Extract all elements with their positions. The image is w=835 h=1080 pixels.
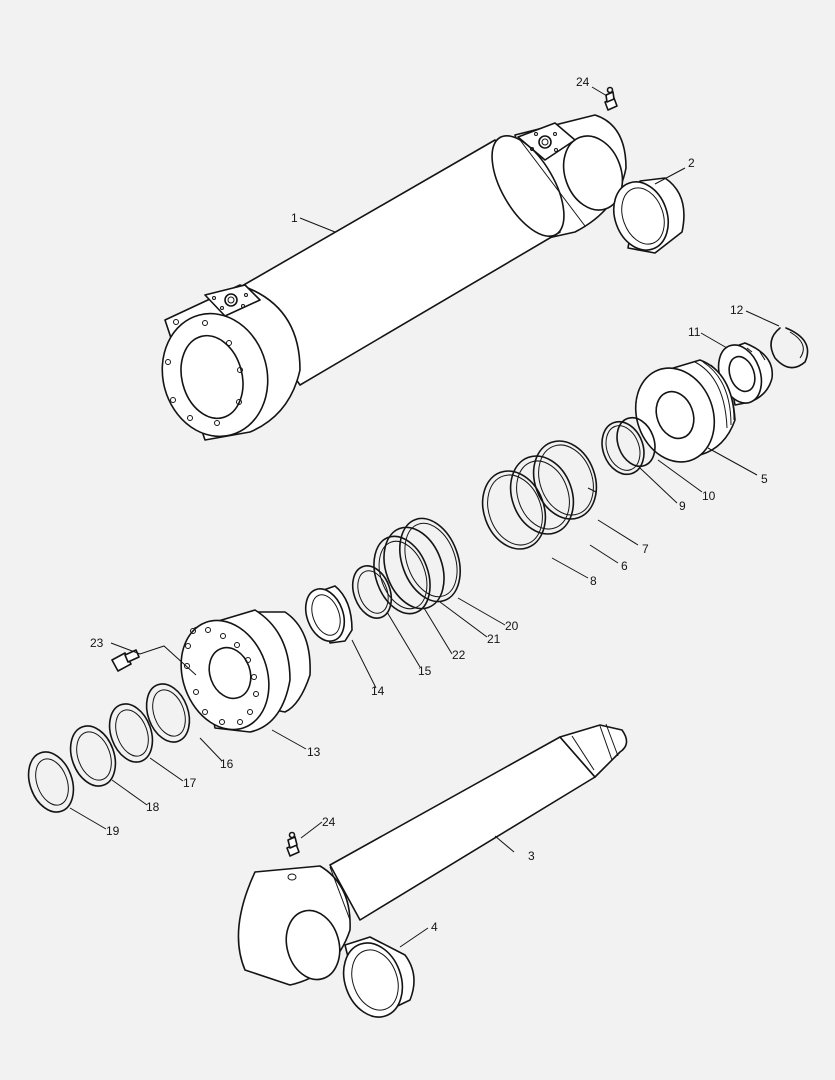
bushing-part-2 <box>612 177 685 254</box>
snap-ring-part-12 <box>770 327 809 369</box>
callout-20: 20 <box>505 619 519 633</box>
callout-16: 16 <box>220 757 234 771</box>
seal-part-17 <box>108 703 154 763</box>
ring-part-10 <box>616 416 656 468</box>
grease-nipple-top <box>604 86 618 111</box>
bushing-part-4 <box>342 936 415 1018</box>
callout-7: 7 <box>642 542 649 556</box>
callout-24-top: 24 <box>576 75 590 89</box>
seal-part-20 <box>399 517 461 603</box>
bushing-part-14 <box>304 585 353 644</box>
leader-lines <box>69 86 780 948</box>
nut-part-11 <box>717 342 774 406</box>
cylinder-head-part-13 <box>180 609 311 733</box>
callout-15: 15 <box>418 664 432 678</box>
callout-10: 10 <box>702 489 716 503</box>
seal-part-18 <box>69 725 117 787</box>
callout-13: 13 <box>307 745 321 759</box>
callout-24-bottom: 24 <box>322 815 336 829</box>
cylinder-barrel <box>161 114 627 441</box>
seal-part-21 <box>383 526 445 610</box>
callout-6: 6 <box>621 559 628 573</box>
screw-part-23 <box>111 649 140 672</box>
seal-part-7 <box>532 440 598 520</box>
callout-22: 22 <box>452 648 466 662</box>
ring-part-15 <box>351 565 393 619</box>
callout-12: 12 <box>730 303 744 317</box>
seal-part-6 <box>509 455 575 535</box>
callout-1: 1 <box>291 211 298 225</box>
callout-2: 2 <box>688 156 695 170</box>
callout-4: 4 <box>431 920 438 934</box>
callout-labels: 1 2 3 4 5 6 7 8 9 10 11 12 13 14 15 16 1… <box>90 75 768 934</box>
seal-part-22 <box>373 535 431 615</box>
callout-17: 17 <box>183 776 197 790</box>
callout-5: 5 <box>761 472 768 486</box>
callout-14: 14 <box>371 684 385 698</box>
seal-part-8 <box>481 470 547 550</box>
piston-rod-part-3 <box>237 723 628 986</box>
seal-part-19 <box>27 751 75 813</box>
callout-3: 3 <box>528 849 535 863</box>
piston-part-5 <box>634 359 736 463</box>
grease-nipple-bottom <box>286 831 300 881</box>
ring-part-9 <box>601 420 645 476</box>
seal-part-16 <box>145 683 191 743</box>
callout-19: 19 <box>106 824 120 838</box>
callout-11: 11 <box>688 325 701 339</box>
callout-21: 21 <box>487 632 501 646</box>
callout-18: 18 <box>146 800 160 814</box>
callout-9: 9 <box>679 499 686 513</box>
callout-23: 23 <box>90 636 104 650</box>
callout-8: 8 <box>590 574 597 588</box>
